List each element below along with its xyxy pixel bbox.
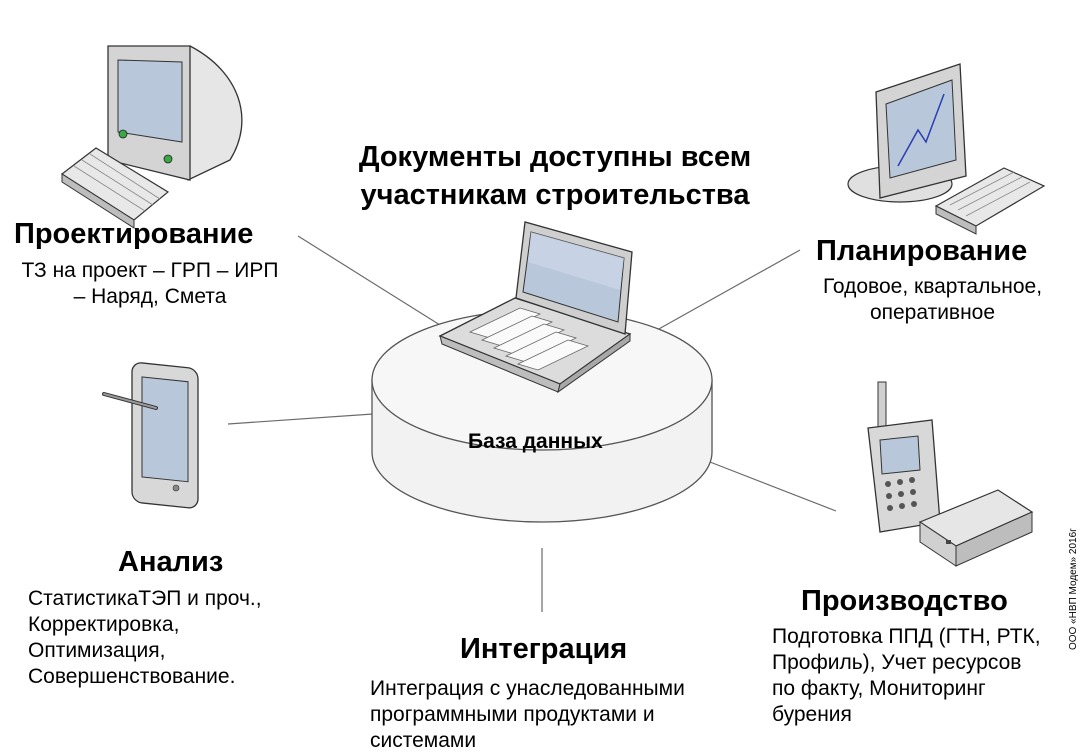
analysis-title: Анализ: [118, 546, 224, 578]
integration-description: Интеграция с унаследованными программным…: [370, 676, 750, 754]
planning-description-line1: Годовое, квартальное,: [822, 275, 1043, 298]
production-description-line: Подготовка ППД (ГТН, РТК,: [772, 625, 1041, 648]
center-title-line2: участникам строительства: [360, 179, 750, 211]
tablet-stylus-icon: [102, 362, 199, 509]
integration-title: Интеграция: [460, 633, 628, 665]
planning-description: Годовое, квартальное, оперативное: [800, 274, 1065, 326]
production-title: Производство: [801, 585, 1008, 617]
analysis-description-line: Оптимизация,: [28, 639, 166, 662]
connector-lines: [227, 235, 837, 612]
integration-description-line: Интеграция с унаследованными: [370, 677, 685, 700]
database-label: База данных: [468, 430, 603, 453]
copyright-text: ООО «НВП Модем» 2016г: [1068, 528, 1079, 650]
laptop-icon: [438, 221, 633, 394]
production-description-line: бурения: [772, 703, 852, 726]
integration-description-line: программными продуктами и: [370, 703, 655, 726]
design-description: ТЗ на проект – ГРП – ИРП – Наряд, Смета: [0, 258, 300, 310]
connector-analysis: [227, 413, 374, 425]
design-title: Проектирование: [14, 218, 254, 250]
analysis-description-line: Совершенствование.: [28, 665, 236, 688]
production-description-line: Профиль), Учет ресурсов: [772, 651, 1022, 674]
center-title: Документы доступны всем участникам строи…: [330, 138, 780, 214]
analysis-description-line: Корректировка,: [28, 613, 180, 636]
production-description-line: по факту, Мониторинг: [772, 677, 986, 700]
design-description-line1: ТЗ на проект – ГРП – ИРП: [21, 259, 279, 282]
crt-monitor-keyboard-icon: [60, 45, 243, 229]
connector-production: [709, 461, 837, 512]
planning-description-line2: оперативное: [869, 301, 996, 324]
connector-planning: [656, 249, 801, 331]
analysis-description-line: СтатистикаТЭП и проч.,: [28, 587, 262, 610]
planning-title: Планирование: [816, 235, 1028, 267]
production-description: Подготовка ППД (ГТН, РТК, Профиль), Учет…: [772, 624, 1072, 728]
monitor-chart-keyboard-icon: [847, 63, 1046, 235]
center-title-line1: Документы доступны всем: [358, 141, 752, 173]
design-description-line2: – Наряд, Смета: [73, 285, 227, 308]
analysis-description: СтатистикаТЭП и проч., Корректировка, Оп…: [28, 586, 328, 690]
phone-modem-icon: [867, 381, 1034, 567]
integration-description-line: системами: [370, 729, 477, 752]
connector-design: [297, 235, 441, 326]
